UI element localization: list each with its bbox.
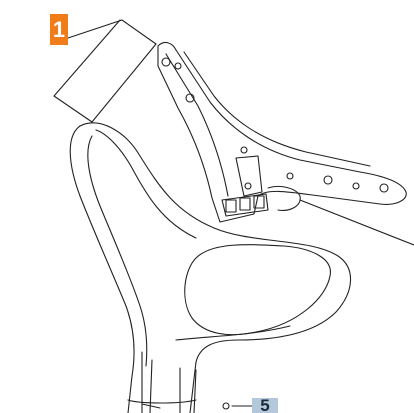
- leader-line-1: [53, 19, 157, 123]
- leader-line-right: [299, 199, 414, 246]
- callout-1: 1: [50, 14, 68, 45]
- screw-5: [222, 402, 230, 410]
- callout-5: 5: [252, 397, 278, 413]
- back-plate-bracket: [157, 41, 407, 223]
- front-frame: [69, 122, 352, 413]
